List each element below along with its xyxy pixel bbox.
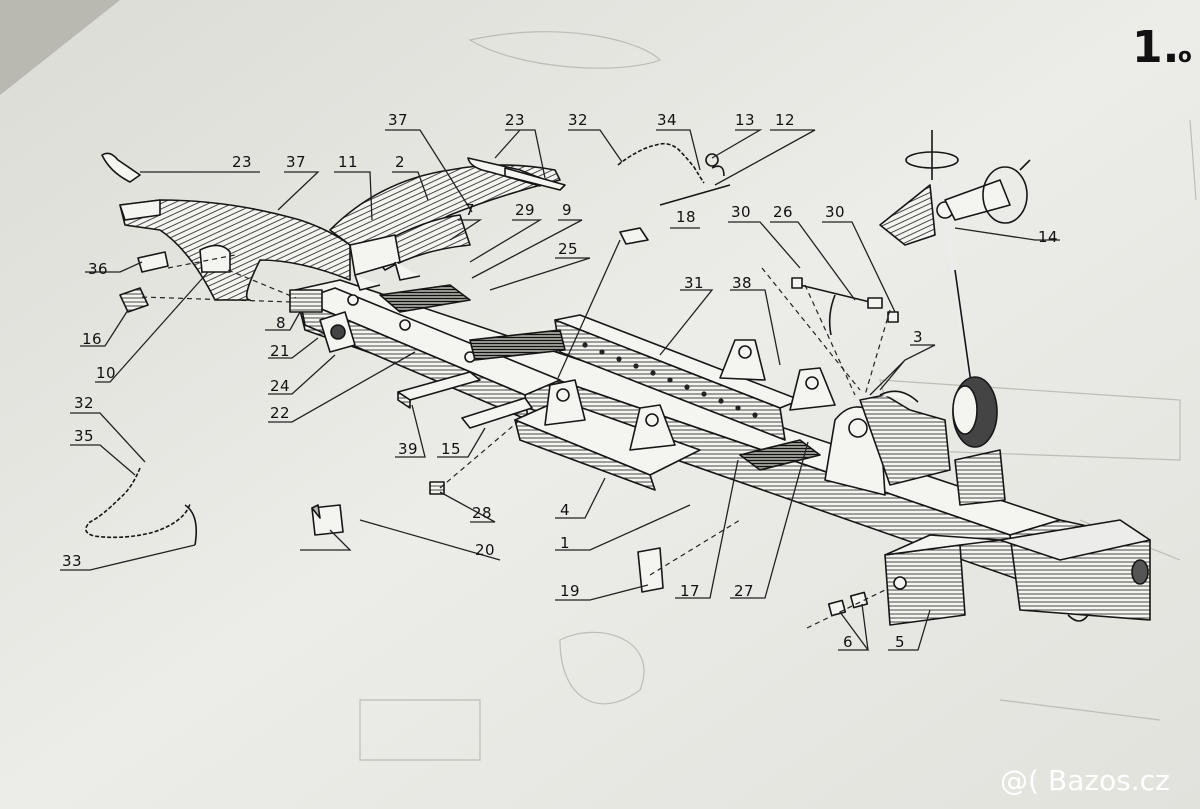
callout-31: 31 <box>684 274 704 292</box>
perforated-bar-31 <box>554 314 801 441</box>
callout-16: 16 <box>82 330 102 348</box>
mounting-brackets-38 <box>544 339 836 451</box>
callout-22: 22 <box>270 404 290 422</box>
watermark-text: Bazos.cz <box>1048 764 1170 797</box>
callout-23a: 23 <box>505 111 525 129</box>
callout-37b: 37 <box>286 153 306 171</box>
callout-20: 20 <box>475 541 495 559</box>
callout-25: 25 <box>558 240 578 258</box>
callout-9: 9 <box>562 201 572 219</box>
callout-29: 29 <box>515 201 535 219</box>
heading-number: 1. <box>1132 22 1179 73</box>
callout-13: 13 <box>735 111 755 129</box>
callout-21: 21 <box>270 342 290 360</box>
callout-32a: 32 <box>568 111 588 129</box>
callout-19: 19 <box>560 582 580 600</box>
callout-6: 6 <box>843 633 853 651</box>
callout-27: 27 <box>734 582 754 600</box>
callout-28: 28 <box>472 504 492 522</box>
callout-32b: 32 <box>74 394 94 412</box>
watermark-symbol: @( <box>1000 764 1039 797</box>
frame-rail-22 <box>299 287 561 421</box>
callout-18: 18 <box>676 208 696 226</box>
callout-39: 39 <box>398 440 418 458</box>
callout-30a: 30 <box>731 203 751 221</box>
assembly-dashed-lines <box>141 254 891 629</box>
lift-column-14 <box>879 130 1031 448</box>
callout-3: 3 <box>913 328 923 346</box>
callout-15: 15 <box>441 440 461 458</box>
callout-35: 35 <box>74 427 94 445</box>
callout-leaders <box>60 129 1060 651</box>
callout-30b: 30 <box>825 203 845 221</box>
chain-35-lower <box>85 467 198 546</box>
heading-tail: o <box>1178 43 1192 67</box>
callout-33: 33 <box>62 552 82 570</box>
callout-17: 17 <box>680 582 700 600</box>
callout-38: 38 <box>732 274 752 292</box>
callout-36: 36 <box>88 260 108 278</box>
callout-24: 24 <box>270 377 290 395</box>
callout-12: 12 <box>775 111 795 129</box>
callout-34: 34 <box>657 111 677 129</box>
callout-11: 11 <box>338 153 358 171</box>
callout-10: 10 <box>96 364 116 382</box>
paper-shadow <box>0 0 120 95</box>
chain-34-upper <box>617 142 705 184</box>
yoke-assembly-3 <box>824 390 1006 506</box>
bar-holes <box>582 342 758 418</box>
callout-2: 2 <box>395 153 405 171</box>
watermark: @( Bazos.cz <box>1000 764 1170 797</box>
callout-14: 14 <box>1038 228 1058 246</box>
callout-8: 8 <box>276 314 286 332</box>
callout-labels: 37 23 32 34 13 12 23 37 11 2 7 29 9 18 3… <box>62 111 1058 651</box>
drawbar-fender-assembly <box>119 164 561 353</box>
callout-5: 5 <box>895 633 905 651</box>
loose-parts <box>101 152 899 617</box>
callout-26: 26 <box>773 203 793 221</box>
callout-7: 7 <box>465 201 475 219</box>
callout-37a: 37 <box>388 111 408 129</box>
page-heading: 1. o <box>1132 22 1197 201</box>
callout-1: 1 <box>560 534 570 552</box>
callout-23b: 23 <box>232 153 252 171</box>
callout-4: 4 <box>560 501 570 519</box>
